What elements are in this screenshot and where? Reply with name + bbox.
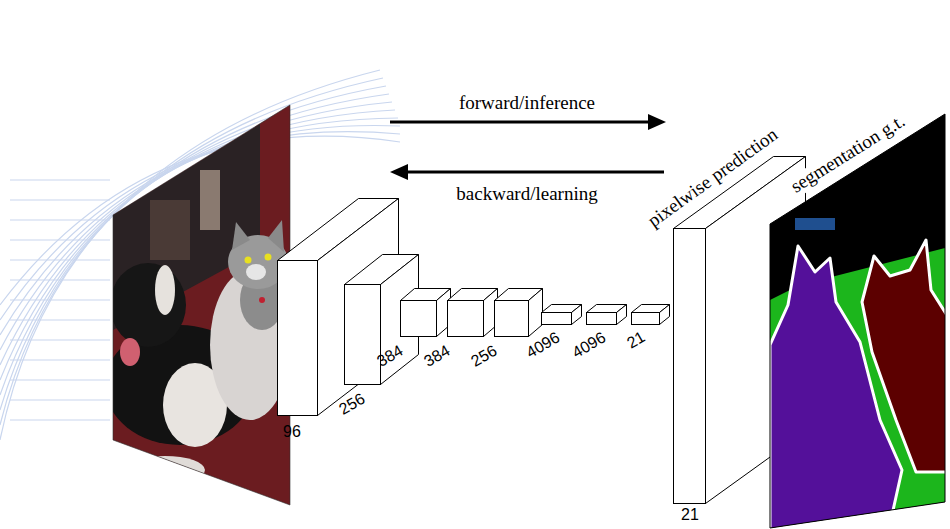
- block-outline: [447, 288, 499, 338]
- block-outline: [631, 304, 671, 326]
- block-side-face: [572, 305, 582, 325]
- channel-count: 96: [283, 423, 301, 441]
- illustration-part: [648, 114, 666, 130]
- segmentation-plane: segmentation g.t.: [768, 108, 948, 529]
- forward-arrow: [390, 114, 666, 130]
- layer-block: 256: [494, 288, 544, 338]
- block-outline: [400, 288, 452, 338]
- illustration-part: [125, 456, 205, 484]
- channel-count: 21: [624, 328, 648, 352]
- segmentation-image: [760, 100, 950, 529]
- block-side-face: [660, 305, 670, 325]
- photo-border: [113, 105, 290, 505]
- illustration-part: [390, 121, 652, 124]
- illustration-part: [245, 257, 252, 264]
- layer-block: 21: [631, 304, 671, 326]
- channel-count: 21: [681, 506, 699, 524]
- channel-count: 384: [421, 342, 453, 371]
- input-photo: [100, 100, 300, 520]
- background-region: [760, 100, 950, 529]
- segmentation-outline: [768, 108, 948, 529]
- channel-count: 256: [468, 342, 500, 371]
- cat-region: [862, 240, 950, 472]
- block-front-face: [401, 301, 437, 337]
- block-front-face: [278, 261, 318, 416]
- illustration-part: [155, 265, 175, 315]
- illustration-part: [404, 171, 664, 174]
- layer-block: 384: [447, 288, 499, 338]
- block-front-face: [587, 313, 617, 325]
- layer-block: 384: [400, 288, 452, 338]
- illustration-part: [259, 297, 265, 303]
- illustration-part: [100, 100, 300, 520]
- block-front-face: [674, 229, 706, 504]
- illustration-part: [265, 254, 272, 261]
- arrow-label: backward/learning: [456, 184, 597, 205]
- illustration-part: [232, 222, 250, 250]
- illustration-part: [150, 200, 190, 260]
- block-outline: [494, 288, 544, 338]
- blue-region: [795, 218, 835, 230]
- block-front-face: [345, 285, 381, 385]
- block-outline: [586, 304, 628, 326]
- illustration-part: [390, 164, 408, 180]
- illustration-part: [268, 220, 284, 252]
- illustration-part: [200, 170, 220, 230]
- illustration-part: [120, 338, 140, 366]
- block-side-face: [617, 305, 627, 325]
- block-side-face: [529, 289, 543, 337]
- illustration-part: [246, 264, 266, 280]
- segmentation-regions: [760, 100, 950, 529]
- block-outline: [541, 304, 583, 326]
- illustration-part: [110, 263, 186, 347]
- illustration-part: [10, 180, 110, 420]
- block-front-face: [542, 313, 572, 325]
- channel-count: 4096: [569, 328, 609, 361]
- block-front-face: [495, 301, 529, 337]
- block-front-face: [632, 313, 660, 325]
- backward-arrow: [390, 164, 664, 180]
- arrow-label: forward/inference: [459, 93, 595, 114]
- layer-block: 4096: [586, 304, 628, 326]
- block-front-face: [448, 301, 484, 337]
- layer-block: 4096: [541, 304, 583, 326]
